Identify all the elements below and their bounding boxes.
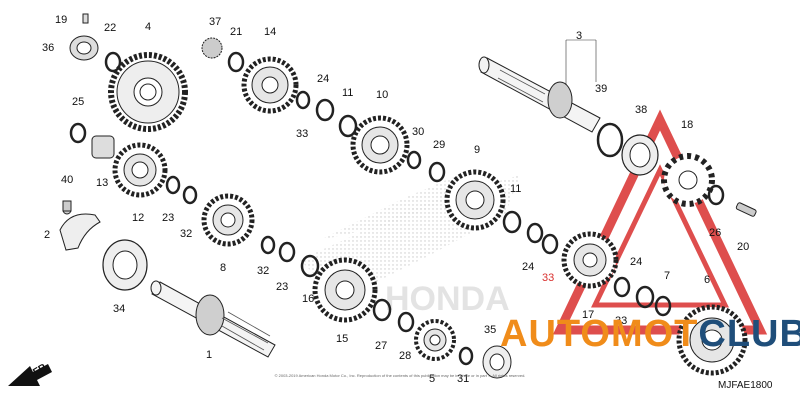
callout-35: 35 [484, 324, 497, 336]
oil-seal-38 [621, 134, 659, 176]
callout-14: 14 [264, 26, 277, 38]
gear-14 [241, 56, 299, 114]
bearing-36 [69, 35, 99, 61]
gear-8 [201, 193, 255, 247]
callout-24-c: 24 [630, 256, 643, 268]
callout-18: 18 [681, 119, 694, 131]
automotoclub-watermark: AUTOMOTCLUB [500, 313, 800, 355]
callout-39: 39 [595, 83, 608, 95]
bolt-20 [735, 202, 757, 217]
callout-26: 26 [709, 227, 722, 239]
red-triangle-logo [552, 109, 768, 335]
callout-2: 2 [44, 229, 51, 241]
callout-11-a: 11 [342, 87, 354, 99]
collar-13 [91, 135, 115, 159]
bearing-35 [482, 345, 512, 379]
callout-25: 25 [72, 96, 85, 108]
copyright-text: © 2003-2019 American Honda Motor Co., In… [274, 373, 526, 378]
callout-11-b: 11 [510, 183, 522, 195]
callout-24-a: 24 [317, 73, 330, 85]
drive-sprocket-18 [661, 153, 715, 207]
callout-1: 1 [206, 349, 213, 361]
pin-19 [82, 13, 89, 24]
callout-6: 6 [704, 274, 711, 286]
callout-12: 12 [132, 212, 145, 224]
callout-36: 36 [42, 42, 55, 54]
callout-8: 8 [220, 262, 227, 274]
shift-drum-stopper-2 [59, 200, 101, 251]
callout-32-b: 32 [257, 265, 270, 277]
callout-27: 27 [375, 340, 388, 352]
callout-40: 40 [61, 174, 74, 186]
callout-7: 7 [664, 270, 671, 282]
callout-23-a: 23 [162, 212, 175, 224]
gear-12 [112, 142, 168, 198]
callout-33-b: 33 [542, 272, 555, 284]
callout-4: 4 [145, 21, 152, 33]
diagram-code: MJFAE1800 [718, 380, 773, 391]
gear-5 [414, 319, 456, 361]
bearing-37 [201, 37, 223, 59]
washers-and-bushings [69, 51, 725, 366]
callout-16: 16 [302, 293, 315, 305]
callout-29: 29 [433, 139, 446, 151]
callout-34: 34 [113, 303, 126, 315]
callout-10: 10 [376, 89, 389, 101]
gear-10 [350, 115, 410, 175]
honda-wordmark: HONDA [385, 280, 510, 318]
callout-5: 5 [429, 373, 436, 385]
callout-13: 13 [96, 177, 109, 189]
gear-15 [312, 257, 378, 323]
callout-28: 28 [399, 350, 412, 362]
callout-37: 37 [209, 16, 222, 28]
callout-31: 31 [457, 373, 470, 385]
front-direction-arrow [8, 364, 52, 386]
callout-32-a: 32 [180, 228, 193, 240]
callout-21: 21 [230, 26, 243, 38]
callout-38: 38 [635, 104, 648, 116]
mainshaft [150, 280, 276, 358]
bearing-34 [102, 239, 148, 291]
callout-9: 9 [474, 144, 481, 156]
callout-20: 20 [737, 241, 750, 253]
gear-6 [676, 304, 748, 376]
callout-19: 19 [55, 14, 68, 26]
gear-9 [444, 169, 506, 231]
countershaft [478, 56, 601, 133]
leader-lines [565, 39, 597, 95]
gear-4 [108, 52, 188, 132]
gear-17 [561, 231, 619, 289]
callout-15: 15 [336, 333, 349, 345]
callout-24-b: 24 [522, 261, 535, 273]
callout-23-b: 23 [276, 281, 289, 293]
callout-33-a: 33 [296, 128, 309, 140]
callout-33-c: 33 [615, 315, 628, 327]
callout-22: 22 [104, 22, 117, 34]
callout-17: 17 [582, 309, 595, 321]
callout-30: 30 [412, 126, 425, 138]
callout-3: 3 [576, 30, 583, 42]
